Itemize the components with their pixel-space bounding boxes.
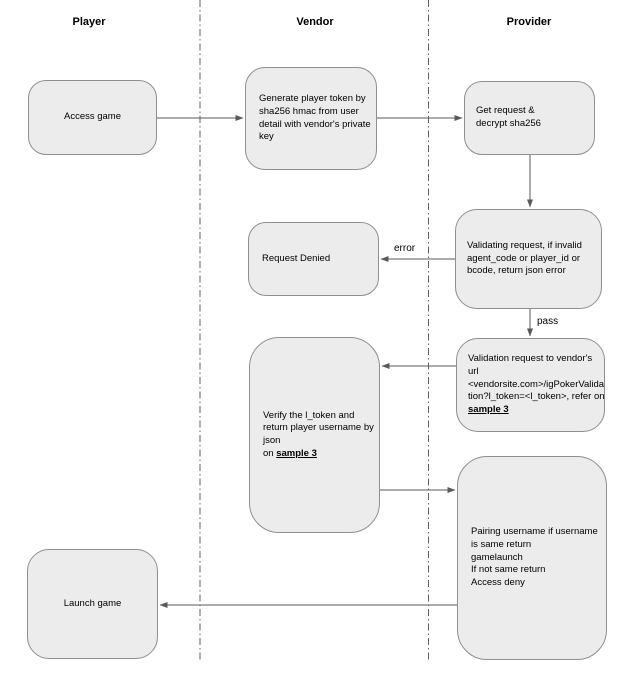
edge-label-pass: pass [537,316,559,327]
node-get-request-decrypt: Get request & decrypt sha256 [464,81,595,155]
node-validation-request-url-text: Validation request to vendor's url <vend… [468,353,605,403]
node-generate-player-token-label: Generate player token by sha256 hmac fro… [259,93,371,143]
node-verify-l-token-text: Verify the l_token and return player use… [263,409,374,459]
lane-header-provider: Provider [506,16,552,28]
node-access-game-label: Access game [63,111,122,123]
sample-3-reference: sample 3 [468,404,509,416]
node-access-game: Access game [28,80,157,155]
node-validating-request: Validating request, if invalid agent_cod… [455,209,602,309]
node-validation-request-url-label: Validation request to vendor's url <vend… [468,353,605,417]
node-get-request-decrypt-label: Get request & decrypt sha256 [476,105,541,129]
edge-label-error: error [394,243,416,254]
node-pairing-username: Pairing username if username is same ret… [457,456,607,660]
node-launch-game-label: Launch game [63,597,122,609]
node-verify-l-token: Verify the l_token and return player use… [249,337,380,533]
node-generate-player-token: Generate player token by sha256 hmac fro… [245,67,377,170]
sample-3-reference: sample 3 [276,447,317,459]
node-pairing-username-label: Pairing username if username is same ret… [471,526,598,589]
node-request-denied-label: Request Denied [262,252,331,264]
lane-header-vendor: Vendor [296,16,334,28]
node-request-denied: Request Denied [248,222,379,296]
node-launch-game: Launch game [27,549,158,659]
node-verify-l-token-label: Verify the l_token and return player use… [263,410,374,461]
lane-header-player: Player [72,16,106,28]
node-validating-request-label: Validating request, if invalid agent_cod… [467,239,582,277]
node-validation-request-url: Validation request to vendor's url <vend… [456,338,605,432]
